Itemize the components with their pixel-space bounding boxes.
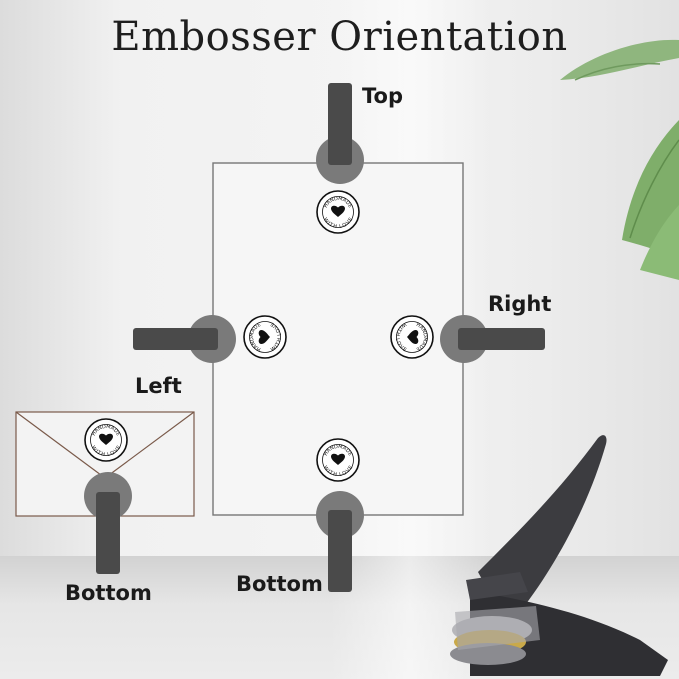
embosser-left (133, 315, 236, 363)
embosser-top (316, 83, 364, 184)
seal-envelope: HANDMADE WITH LOVE (84, 418, 128, 462)
label-right: Right (488, 292, 552, 316)
label-top: Top (362, 84, 403, 108)
label-bottom-page: Bottom (236, 572, 323, 596)
label-bottom-envelope: Bottom (65, 581, 152, 605)
embosser-right (440, 315, 545, 363)
plant-leaves-decoration (560, 39, 679, 280)
seal-left: HANDMADE WITH LOVE (243, 315, 287, 359)
label-left: Left (135, 374, 182, 398)
seal-top: HANDMADE WITH LOVE (316, 190, 360, 234)
embosser-bottom-envelope (84, 472, 132, 574)
embosser-device-illustration (450, 435, 668, 676)
page-title: Embosser Orientation (111, 14, 568, 60)
seal-right: HANDMADE WITH LOVE (390, 315, 434, 359)
embosser-bottom-page (316, 491, 364, 592)
seal-bottom: HANDMADE WITH LOVE (316, 438, 360, 482)
